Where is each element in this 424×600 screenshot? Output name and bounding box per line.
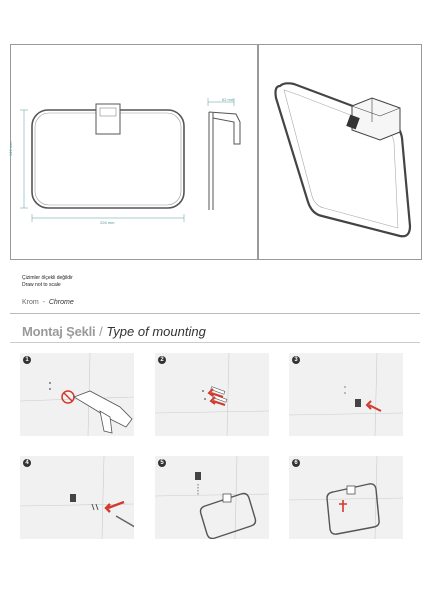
step-2-panel: 2 xyxy=(155,353,269,436)
step-6-number: 6 xyxy=(292,459,300,467)
step-2-illustration xyxy=(155,353,269,436)
finish-label: Krom - Chrome xyxy=(22,299,74,306)
step-1-panel: 1 xyxy=(20,353,134,436)
step-6-illustration xyxy=(289,456,403,539)
mounting-plate-icon xyxy=(355,399,361,407)
tighten-mark-icon xyxy=(339,500,347,512)
wall-plug-icon xyxy=(210,386,226,395)
mounting-title-tr: Montaj Şekli xyxy=(22,324,96,339)
step-3-number: 3 xyxy=(292,356,300,364)
step-3-panel: 3 xyxy=(289,353,403,436)
bracket-icon xyxy=(70,494,76,502)
front-view-drawing xyxy=(20,98,241,222)
mounting-title-en: Type of mounting xyxy=(106,324,206,339)
perspective-view-frame xyxy=(258,44,422,260)
finish-sep: - xyxy=(42,299,45,306)
note-not-to-scale-tr: Çizimler ölçekli değildir xyxy=(22,275,73,281)
finish-divider xyxy=(10,313,420,314)
ring-perspective-outer xyxy=(274,82,412,238)
step-2-number: 2 xyxy=(158,356,166,364)
step-3-illustration xyxy=(289,353,403,436)
step-4-panel: 4 xyxy=(20,456,134,539)
finish-en: Chrome xyxy=(48,299,74,306)
wall-mount xyxy=(95,103,121,135)
mounting-divider xyxy=(10,342,420,343)
screw-arrow-icon xyxy=(104,500,125,513)
mounting-heading: Montaj Şekli / Type of mounting xyxy=(22,324,206,339)
step-4-illustration xyxy=(20,456,134,539)
height-dimension-label: 146 mm xyxy=(8,141,13,156)
finish-tr: Krom xyxy=(22,299,39,306)
mounting-title-sep: / xyxy=(99,324,103,339)
step-5-number: 5 xyxy=(158,459,166,467)
note-not-to-scale-en: Draw not to scale xyxy=(22,282,61,288)
insert-arrow-icon xyxy=(207,388,224,398)
step-5-panel: 5 xyxy=(155,456,269,539)
screwdriver-icon xyxy=(115,515,134,528)
step-5-illustration xyxy=(155,456,269,539)
width-dimension-label: 226 mm xyxy=(100,220,115,225)
step-4-number: 4 xyxy=(23,459,31,467)
attach-arrow-icon xyxy=(365,400,382,412)
drill-icon xyxy=(73,390,133,428)
depth-dimension-label: 62 mm xyxy=(222,97,235,102)
step-6-panel: 6 xyxy=(289,456,403,539)
front-view-frame xyxy=(10,44,258,260)
step-1-illustration xyxy=(20,353,134,436)
towel-ring-icon xyxy=(199,492,257,539)
side-profile xyxy=(208,111,241,210)
step-1-number: 1 xyxy=(23,356,31,364)
perspective-drawing xyxy=(274,82,412,238)
installed-ring-icon xyxy=(326,483,380,535)
